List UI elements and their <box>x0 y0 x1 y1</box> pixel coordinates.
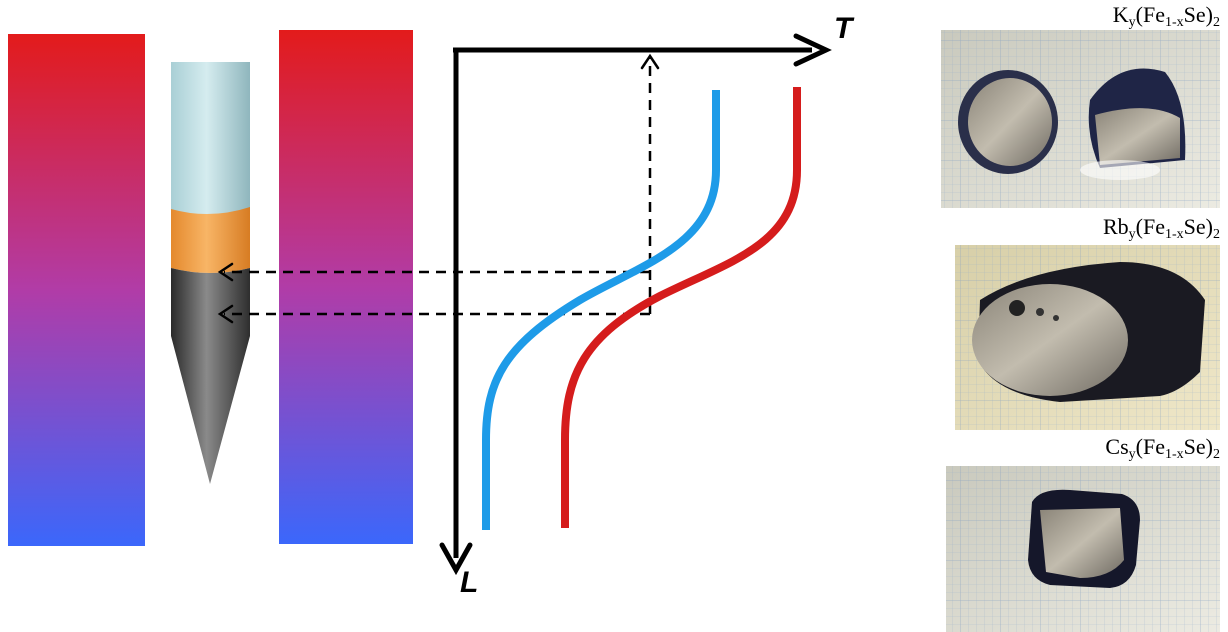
caption-rb-sub3: 2 <box>1213 227 1220 242</box>
l-axis-label: L <box>460 566 478 599</box>
caption-cs-sub1: y <box>1128 447 1136 462</box>
sample-photo-rb <box>955 245 1220 430</box>
caption-cs-element: Cs <box>1105 434 1129 459</box>
vertical-arrowhead <box>640 53 660 70</box>
left-heater <box>8 34 145 546</box>
lower-arrowhead <box>217 304 234 324</box>
caption-k-sub2: 1-x <box>1165 15 1184 30</box>
caption-rb-sub1: y <box>1128 227 1136 242</box>
caption-rb: Rby(Fe1-xSe)2 <box>1103 214 1220 243</box>
caption-k-tail: Se) <box>1183 2 1213 27</box>
caption-cs-tail: Se) <box>1183 434 1213 459</box>
caption-rb-sub2: 1-x <box>1165 227 1184 242</box>
grown-crystal <box>171 268 250 484</box>
caption-cs-mid: (Fe <box>1135 434 1165 459</box>
red-temperature-profile <box>561 87 801 528</box>
caption-cs: Csy(Fe1-xSe)2 <box>1105 434 1220 463</box>
caption-cs-sub2: 1-x <box>1165 447 1184 462</box>
t-axis-arrowhead <box>793 33 832 67</box>
caption-rb-tail: Se) <box>1183 214 1213 239</box>
blue-temperature-profile <box>482 90 720 530</box>
caption-cs-sub3: 2 <box>1213 447 1220 462</box>
caption-k-mid: (Fe <box>1135 2 1165 27</box>
caption-rb-element: Rb <box>1102 214 1129 239</box>
projection-arrowheads <box>217 53 660 324</box>
sample-photo-cs <box>946 466 1220 632</box>
caption-k-element: K <box>1112 2 1129 27</box>
caption-rb-mid: (Fe <box>1135 214 1165 239</box>
upper-arrowhead <box>217 262 234 282</box>
axes: T L <box>439 12 855 599</box>
caption-k-sub1: y <box>1128 15 1136 30</box>
caption-k: Ky(Fe1-xSe)2 <box>1113 2 1220 31</box>
melt-zone <box>171 207 250 273</box>
sample-photo-k <box>941 30 1220 208</box>
t-axis-label: T <box>834 12 855 45</box>
right-heater <box>279 30 413 544</box>
caption-k-sub3: 2 <box>1213 15 1220 30</box>
projection-lines <box>224 58 652 316</box>
l-axis-arrowhead <box>439 542 473 576</box>
seed-region <box>171 62 250 214</box>
